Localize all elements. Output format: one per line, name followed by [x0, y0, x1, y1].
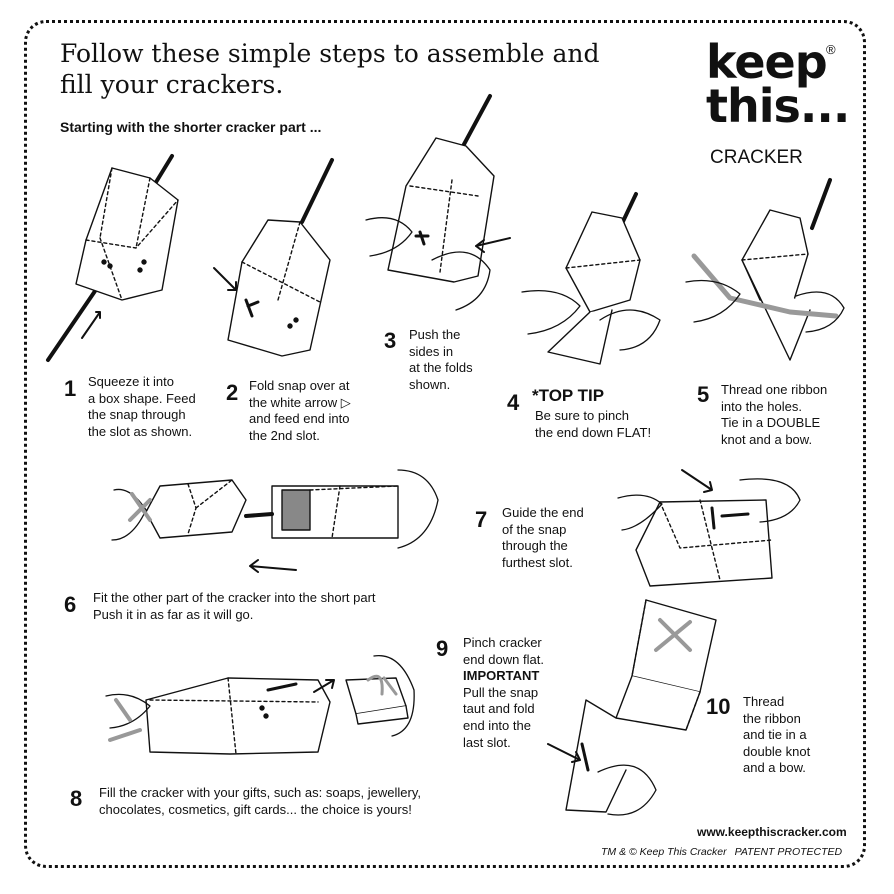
step-8-text: Fill the cracker with your gifts, such a… — [99, 785, 421, 818]
step-line: Be sure to pinch — [535, 408, 629, 423]
step-9-number: 9 — [436, 636, 449, 661]
step-7-illustration — [617, 469, 801, 587]
step-line: Thread — [743, 694, 785, 709]
step-line: end down flat. — [463, 651, 544, 667]
top-tip-heading: *TOP TIP — [532, 386, 605, 405]
step-line: Pull the snap — [463, 684, 539, 700]
step-7-number: 7 — [475, 507, 488, 532]
step-3-text: Push the sides in at the folds shown. — [409, 327, 473, 393]
step-2-illustration — [213, 158, 334, 357]
step-line: Fit the other part of the cracker into t… — [93, 590, 376, 605]
step-line: into the holes. — [721, 398, 802, 414]
step-line: the white arrow ▷ — [249, 394, 351, 410]
step-line: furthest slot. — [502, 554, 573, 570]
subtitle: Starting with the shorter cracker part .… — [60, 119, 322, 135]
step-line: last slot. — [463, 734, 511, 750]
step-8-number: 8 — [70, 786, 83, 811]
step-line: end into the — [463, 717, 531, 733]
step-line: Thread one ribbon — [721, 382, 828, 397]
step-line: Guide the end — [502, 505, 584, 520]
step-line: Tie in a DOUBLE — [721, 415, 821, 431]
step-line: of the snap — [502, 521, 567, 537]
title-line-1: Follow these simple steps to assemble an… — [60, 39, 600, 68]
step-line: the 2nd slot. — [249, 427, 320, 443]
product-label: CRACKER — [710, 147, 803, 168]
step-line: the end down FLAT! — [535, 424, 652, 440]
logo-line-2: this... — [706, 79, 850, 133]
patent-text: PATENT PROTECTED — [734, 846, 843, 858]
step-line: the ribbon — [743, 710, 801, 726]
step-line: the slot as shown. — [88, 423, 193, 439]
step-6-text: Fit the other part of the cracker into t… — [93, 590, 376, 623]
step-line: knot and a bow. — [721, 431, 813, 447]
step-10-text: Thread the ribbon and tie in a double kn… — [743, 694, 810, 777]
step-line: Fill the cracker with your gifts, such a… — [99, 785, 421, 800]
step-10-number: 10 — [706, 694, 731, 719]
step-8-illustration — [105, 655, 415, 755]
dotted-border — [24, 20, 866, 868]
step-line: Push the — [409, 327, 461, 342]
step-1-illustration — [46, 154, 179, 362]
registered-mark: ® — [826, 42, 836, 57]
step-line: sides in — [409, 343, 454, 359]
step-9-10-illustration — [547, 599, 717, 816]
important-label: IMPORTANT — [463, 668, 540, 684]
step-line: shown. — [409, 376, 451, 392]
step-line: Squeeze it into — [88, 374, 175, 389]
step-1-number: 1 — [64, 376, 77, 401]
step-line: Pinch cracker — [463, 635, 542, 650]
step-4-number: 4 — [507, 390, 520, 415]
step-line: double knot — [743, 743, 811, 759]
step-line: a box shape. Feed — [88, 390, 196, 406]
website-url: www.keepthiscracker.com — [697, 825, 847, 839]
step-6-number: 6 — [64, 592, 77, 617]
brand-logo: keep this... — [706, 35, 850, 133]
trademark-text: TM & © Keep This Cracker — [601, 846, 727, 858]
title-line-2: fill your crackers. — [60, 70, 284, 99]
step-4-illustration — [521, 192, 661, 365]
step-6-illustration — [111, 469, 439, 573]
step-5-text: Thread one ribbon into the holes. Tie in… — [721, 382, 827, 448]
step-line: at the folds — [409, 360, 473, 376]
logo-line-1: keep — [706, 35, 828, 89]
step-7-text: Guide the end of the snap through the fu… — [502, 505, 584, 571]
step-3-number: 3 — [384, 328, 397, 353]
step-5-illustration — [685, 178, 845, 361]
step-4-text: Be sure to pinch the end down FLAT! — [535, 408, 651, 441]
step-line: and a bow. — [743, 760, 806, 776]
step-2-number: 2 — [226, 380, 239, 405]
step-9-text: Pinch cracker end down flat. IMPORTANT P… — [463, 635, 544, 751]
step-5-number: 5 — [697, 382, 710, 407]
step-line: Fold snap over at — [249, 378, 350, 393]
step-1-text: Squeeze it into a box shape. Feed the sn… — [88, 374, 196, 440]
step-line: and feed end into — [249, 411, 350, 427]
step-line: chocolates, cosmetics, gift cards... the… — [99, 801, 412, 817]
step-line: through the — [502, 538, 568, 554]
step-line: taut and fold — [463, 701, 535, 717]
step-3-illustration — [365, 94, 511, 311]
step-line: Push it in as far as it will go. — [93, 606, 254, 622]
step-2-text: Fold snap over at the white arrow ▷ and … — [249, 378, 351, 444]
step-line: and tie in a — [743, 727, 807, 743]
page-title: Follow these simple steps to assemble an… — [60, 38, 660, 100]
trademark-line: TM & © Keep This Cracker PATENT PROTECTED — [601, 846, 842, 858]
step-line: the snap through — [88, 407, 186, 423]
